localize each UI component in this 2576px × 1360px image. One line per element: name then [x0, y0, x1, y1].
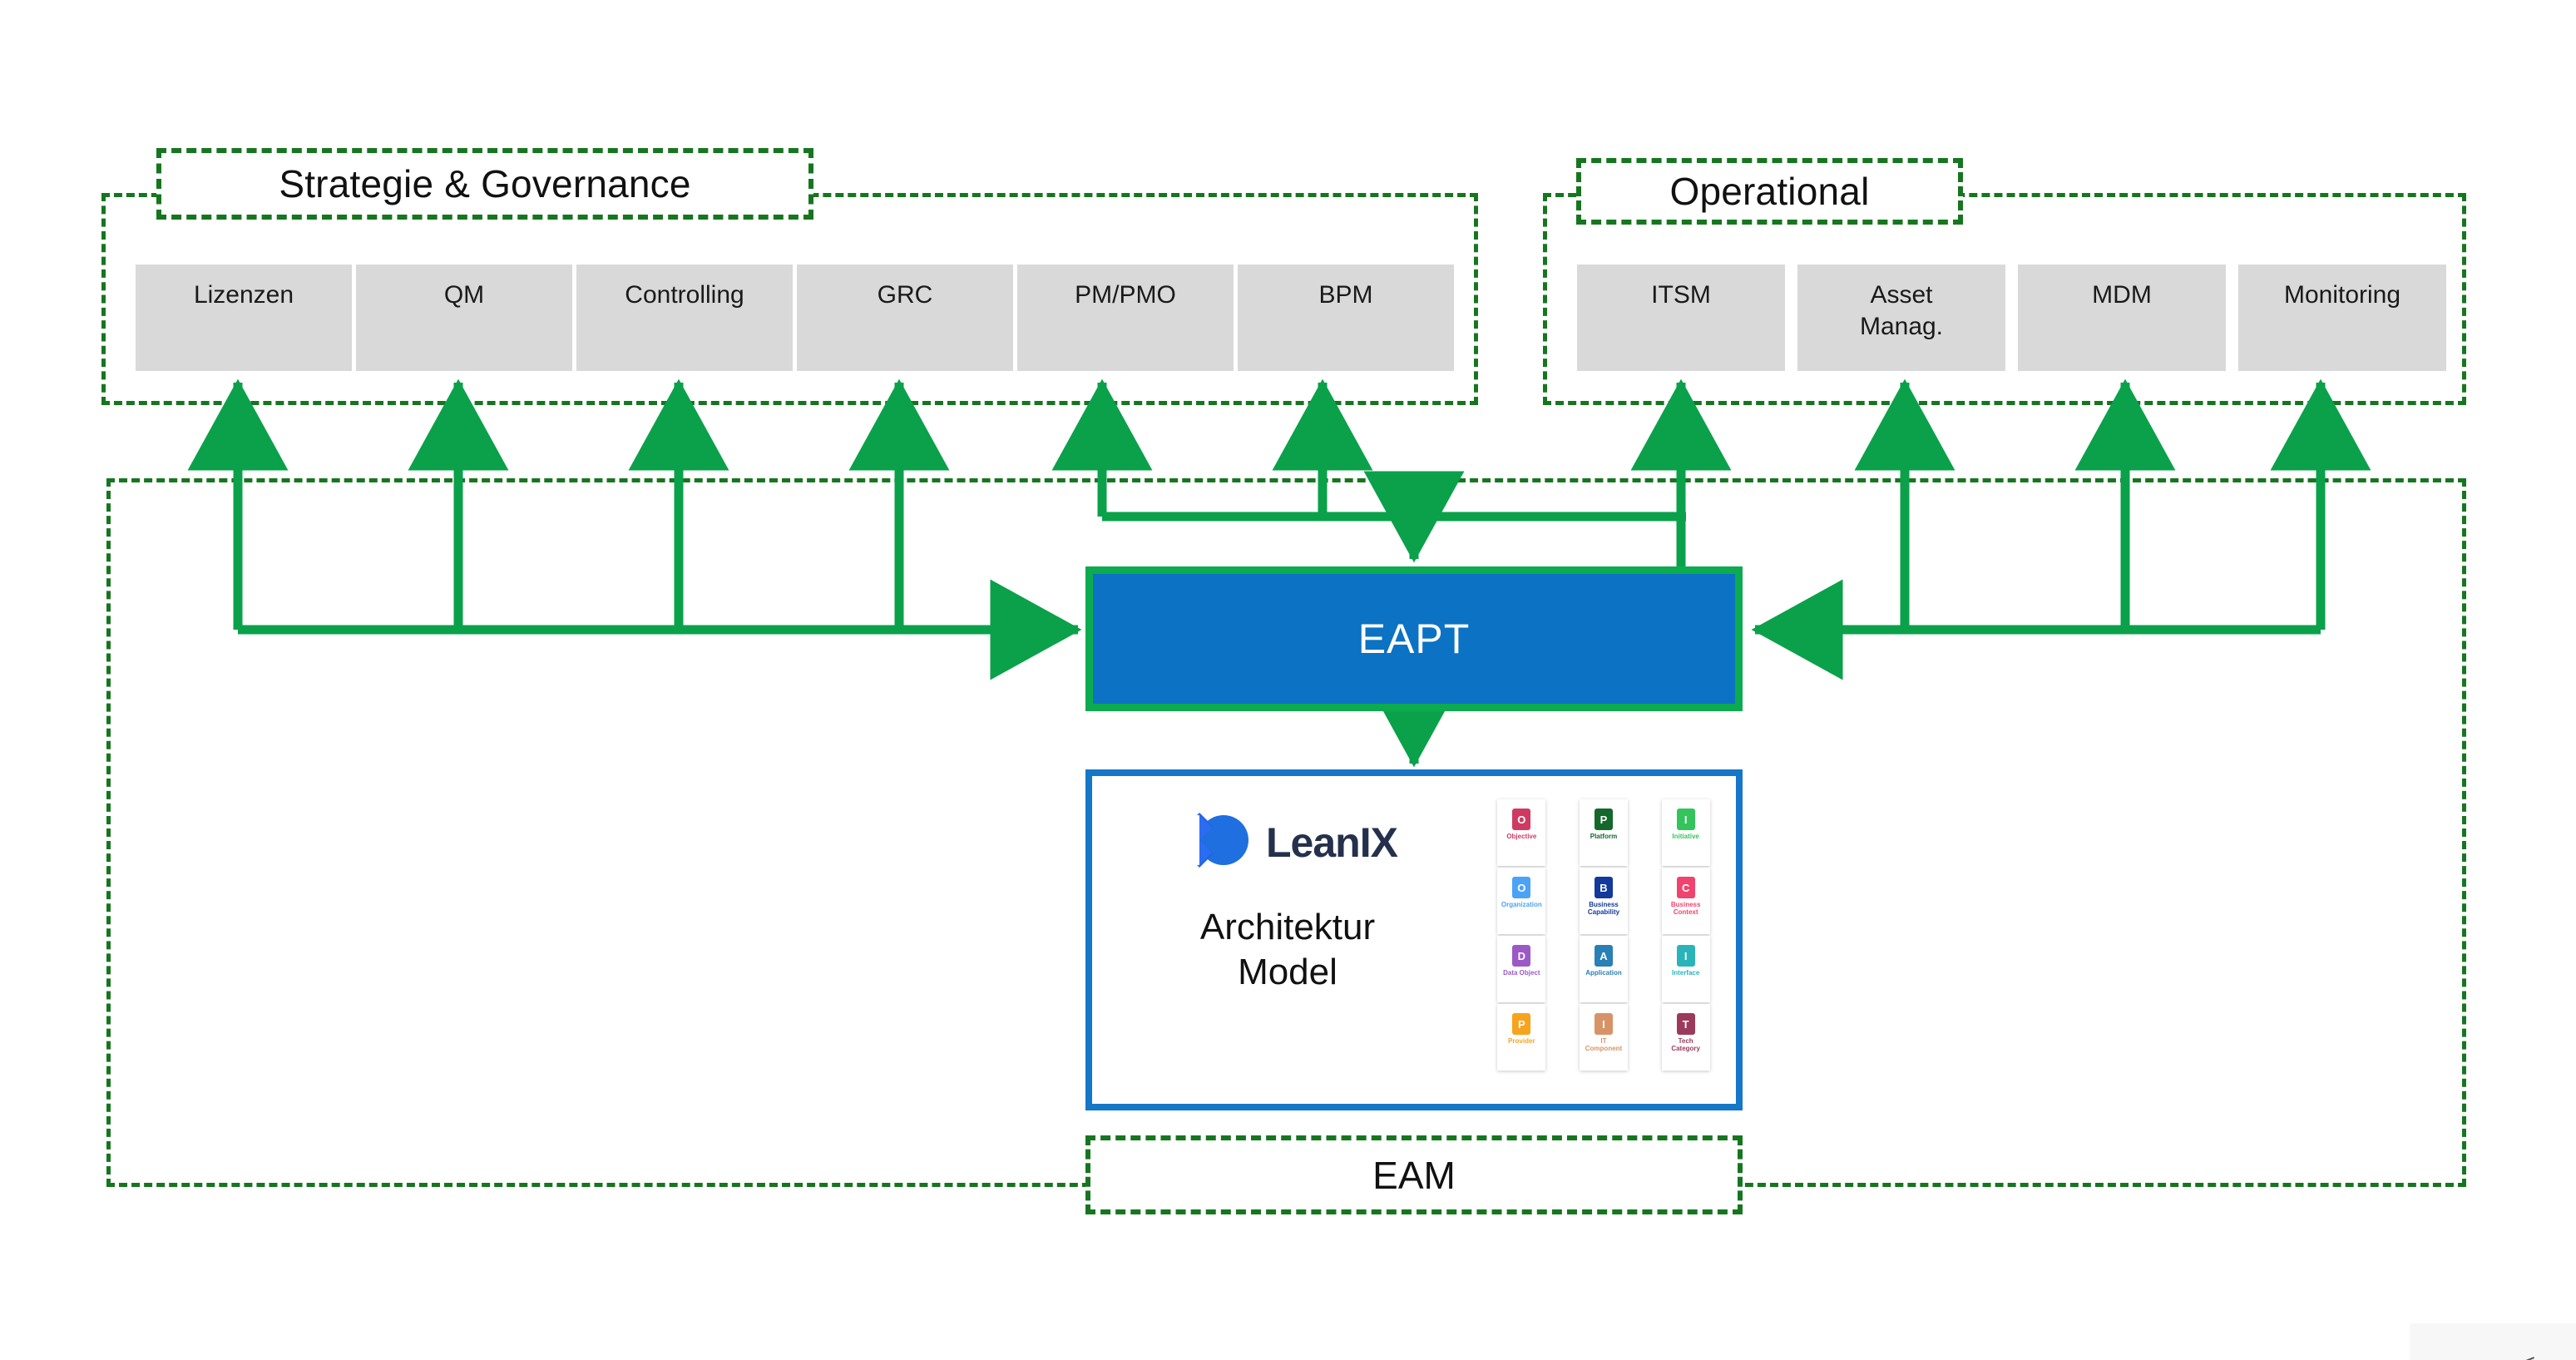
capability-label: Lizenzen [193, 281, 294, 309]
fact-sheet-chip-icon: I [1676, 945, 1695, 967]
leanix-branding: LeanIX Architektur Model [1092, 776, 1483, 1104]
fact-sheet-label: Tech Category [1671, 1037, 1700, 1052]
fact-sheet-card[interactable]: I Interface [1661, 936, 1710, 1002]
fact-sheet-card[interactable]: I IT Component [1579, 1004, 1628, 1071]
capability-box-bpm[interactable]: BPM [1238, 265, 1454, 371]
fact-sheet-card[interactable]: A Application [1579, 936, 1628, 1002]
capability-box-itsm[interactable]: ITSM [1577, 265, 1785, 371]
fact-sheet-card[interactable]: P Provider [1497, 1004, 1546, 1071]
fact-sheet-label: Application [1585, 969, 1622, 977]
strategy-governance-title: Strategie & Governance [279, 162, 691, 205]
eam-title: EAM [1372, 1153, 1456, 1197]
fact-sheet-card[interactable]: C Business Context [1661, 868, 1710, 934]
eapt-platform-box[interactable]: EAPT [1085, 566, 1743, 711]
leanix-wordmark: LeanIX [1266, 818, 1398, 866]
operational-container [1543, 193, 2466, 405]
fact-sheet-chip-icon: T [1676, 1013, 1695, 1035]
capability-label: BPM [1318, 281, 1373, 309]
fact-sheet-card[interactable]: T Tech Category [1661, 1004, 1710, 1071]
operational-title: Operational [1669, 170, 1870, 213]
fact-sheet-label: Interface [1671, 969, 1700, 977]
eapt-label: EAPT [1357, 616, 1471, 662]
capability-box-controlling[interactable]: Controlling [576, 265, 793, 371]
eam-title-box: EAM [1085, 1135, 1743, 1214]
capability-label: Asset Manag. [1859, 281, 1944, 340]
fact-sheet-chip-icon: P [1512, 1013, 1531, 1035]
capability-box-mdm[interactable]: MDM [2018, 265, 2226, 371]
capability-label: Monitoring [2283, 281, 2401, 309]
fact-sheet-chip-icon: A [1594, 945, 1613, 967]
fact-sheet-card[interactable]: O Organization [1497, 868, 1546, 934]
capability-label: Controlling [625, 281, 744, 309]
fact-sheet-chip-icon: I [1676, 809, 1695, 830]
capability-label: PM/PMO [1075, 281, 1176, 309]
corner-artifact [2410, 1323, 2576, 1360]
capability-box-monitoring[interactable]: Monitoring [2238, 265, 2446, 371]
fact-sheet-chip-icon: I [1594, 1013, 1613, 1035]
fact-sheet-chip-icon: O [1512, 809, 1531, 830]
strategy-governance-title-box: Strategie & Governance [156, 148, 813, 220]
fact-sheet-label: IT Component [1585, 1037, 1623, 1052]
leanix-architecture-model-panel[interactable]: LeanIX Architektur Model O Objective P P… [1085, 769, 1743, 1110]
fact-sheet-grid: O Objective P Platform I Initiative O Or… [1483, 776, 1736, 1104]
leanix-logo-row: LeanIX [1172, 808, 1398, 877]
fact-sheet-card[interactable]: D Data Object [1497, 936, 1546, 1002]
capability-box-pm-pmo[interactable]: PM/PMO [1017, 265, 1234, 371]
fact-sheet-label: Business Context [1670, 901, 1701, 916]
fact-sheet-label: Business Capability [1587, 901, 1620, 916]
fact-sheet-label: Objective [1506, 833, 1537, 840]
capability-box-qm[interactable]: QM [356, 265, 572, 371]
fact-sheet-chip-icon: D [1512, 945, 1531, 967]
corner-tick-icon [2514, 1357, 2534, 1360]
leanix-logo-icon [1172, 808, 1251, 877]
fact-sheet-label: Data Object [1503, 969, 1540, 977]
capability-label: QM [443, 281, 485, 309]
capability-label: GRC [877, 281, 933, 309]
fact-sheet-label: Organization [1501, 901, 1542, 908]
capability-box-grc[interactable]: GRC [797, 265, 1013, 371]
fact-sheet-chip-icon: P [1594, 809, 1613, 830]
operational-title-box: Operational [1576, 158, 1963, 225]
fact-sheet-card[interactable]: B Business Capability [1579, 868, 1628, 934]
capability-label: MDM [2092, 281, 2152, 309]
fact-sheet-chip-icon: C [1676, 877, 1695, 898]
fact-sheet-chip-icon: O [1512, 877, 1531, 898]
architektur-model-subtitle: Architektur Model [1199, 907, 1376, 992]
fact-sheet-card[interactable]: I Initiative [1661, 799, 1710, 866]
fact-sheet-label: Provider [1508, 1037, 1535, 1045]
capability-label: ITSM [1651, 281, 1711, 309]
fact-sheet-chip-icon: B [1594, 877, 1613, 898]
fact-sheet-card[interactable]: P Platform [1579, 799, 1628, 866]
capability-box-lizenzen[interactable]: Lizenzen [136, 265, 352, 371]
capability-box-asset-management[interactable]: Asset Manag. [1797, 265, 2005, 371]
fact-sheet-label: Platform [1590, 833, 1618, 840]
fact-sheet-card[interactable]: O Objective [1497, 799, 1546, 866]
fact-sheet-label: Initiative [1672, 833, 1699, 840]
